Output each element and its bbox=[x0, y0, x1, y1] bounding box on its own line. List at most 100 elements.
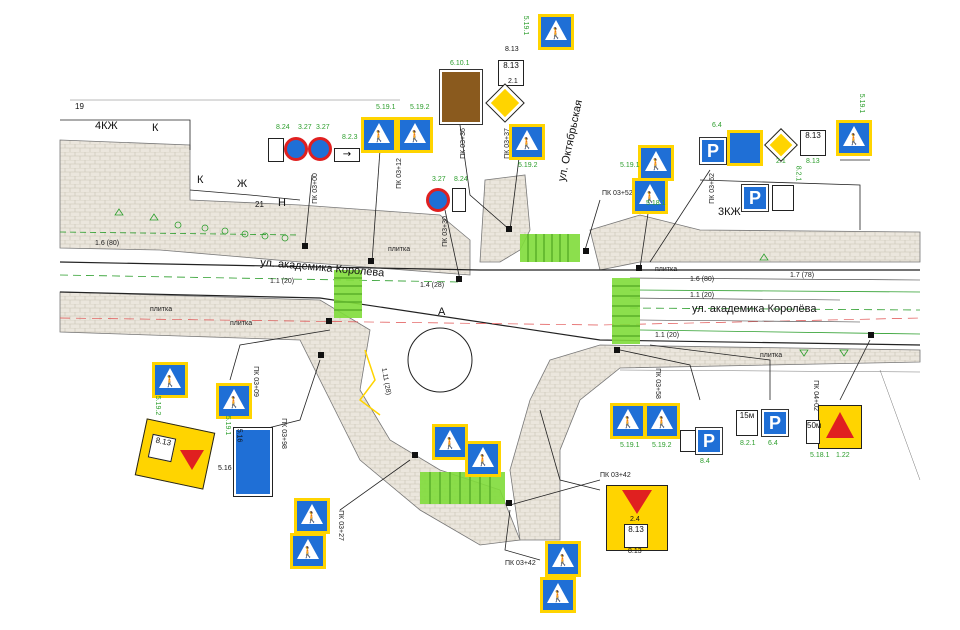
pedestrian-crossing-sign bbox=[727, 130, 763, 166]
picket-label: ПК 03+30 bbox=[441, 216, 449, 247]
sign-code: 3.27 bbox=[298, 124, 312, 131]
picket-label: ПК 03+12 bbox=[395, 158, 403, 189]
sign-code: 2.1 bbox=[508, 78, 518, 85]
pedestrian-crossing-sign: 🚶 bbox=[294, 498, 330, 534]
sign-code: 3.27 bbox=[316, 124, 330, 131]
lane-label: 1.1 (20) bbox=[690, 292, 715, 299]
pedestrian-crossing-sign: 🚶 bbox=[361, 117, 397, 153]
sign-code: 5.18.1 bbox=[646, 200, 666, 207]
sign-code: 8.2.1 bbox=[794, 165, 802, 182]
sign-code: 5.19.1 bbox=[620, 162, 640, 169]
surface-label: плитка bbox=[230, 320, 253, 327]
sign-code: 5.19.2 bbox=[518, 162, 538, 169]
sign-code: 5.19.1 bbox=[224, 415, 232, 436]
sign-code: 5.16 bbox=[235, 428, 243, 443]
lane-label: 1.1 (20) bbox=[655, 332, 680, 339]
building-3kzh: 3КЖ bbox=[718, 206, 741, 218]
yield-triangle bbox=[180, 450, 204, 470]
picket-label: ПК 03+42 bbox=[600, 472, 631, 479]
lane-label: 1.6 (80) bbox=[95, 240, 120, 247]
pedestrian-crossing-sign: 🚶 bbox=[152, 362, 188, 398]
crosswalk-north bbox=[520, 234, 580, 262]
surface-label: плитка bbox=[388, 246, 411, 253]
no-stopping-sign bbox=[284, 137, 308, 161]
crosswalk-south bbox=[420, 472, 505, 504]
picket-label: ПК 03+62 bbox=[708, 173, 716, 204]
plate bbox=[680, 430, 696, 452]
sign-code: 8.2.3 bbox=[342, 134, 358, 141]
sign-code: 5.19.1 bbox=[376, 104, 396, 111]
building-k1: К bbox=[152, 122, 159, 134]
island-label-a: А bbox=[438, 306, 446, 318]
pedestrian-crossing-sign: 🚶 bbox=[465, 441, 501, 477]
warning-triangle bbox=[826, 412, 854, 438]
sign-code: 6.10.1 bbox=[450, 60, 470, 67]
sign-code: 5.19.1 bbox=[522, 15, 530, 36]
plate-8-13: 8.13 bbox=[147, 433, 177, 463]
parking-sign: P bbox=[695, 427, 723, 455]
pedestrian-crossing-sign: 🚶 bbox=[290, 533, 326, 569]
sign-code: 5.19.2 bbox=[154, 395, 162, 416]
sign-code: 5.16 bbox=[218, 465, 232, 472]
crosswalk-west bbox=[334, 270, 362, 318]
sign-code: 5.19.2 bbox=[652, 442, 672, 449]
pedestrian-crossing-sign: 🚶 bbox=[397, 117, 433, 153]
sign-code: 8.2.1 bbox=[740, 440, 756, 447]
picket-label: ПК 03+42 bbox=[505, 560, 536, 567]
picket-label: ПК 03+00 bbox=[311, 173, 319, 204]
building-19: 19 bbox=[75, 102, 84, 111]
surface-label: плитка bbox=[655, 266, 678, 273]
pedestrian-crossing-sign: 🚶 bbox=[644, 403, 680, 439]
tow-truck-plate bbox=[452, 188, 466, 212]
sign-code: 5.19.1 bbox=[858, 93, 866, 114]
building-zh: Ж bbox=[237, 178, 248, 190]
sign-code: 2.4 bbox=[630, 516, 640, 523]
pedestrian-crossing-sign: 🚶 bbox=[432, 424, 468, 460]
pedestrian-crossing-sign: 🚶 bbox=[638, 145, 674, 181]
lane-label: 1.4 (28) bbox=[420, 282, 445, 289]
crosswalk-east bbox=[612, 278, 640, 344]
plate-8-13: 8.13 bbox=[800, 130, 826, 156]
picket-label: ПК 03+09 bbox=[251, 366, 259, 397]
sign-code: 8.13 bbox=[628, 548, 642, 555]
pedestrian-crossing-sign: 🚶 bbox=[545, 541, 581, 577]
picket-label: ПК 03+52 bbox=[602, 190, 633, 197]
plate-8-13: 8.13 bbox=[498, 60, 524, 86]
sign-code: 5.18.1 bbox=[810, 452, 830, 459]
lane-label: 1.6 (80) bbox=[690, 276, 715, 283]
lane-label: 1.1 (20) bbox=[270, 278, 295, 285]
surface-label: плитка bbox=[760, 352, 783, 359]
building-n: Н bbox=[278, 197, 286, 209]
arrow-plate: → bbox=[334, 148, 360, 162]
sign-code: 1.22 bbox=[836, 452, 850, 459]
bus-lane-sign bbox=[233, 427, 273, 497]
sign-code: 6.4 bbox=[712, 122, 722, 129]
info-direction-sign bbox=[439, 69, 483, 125]
distance-plate: 15м bbox=[736, 410, 758, 436]
sign-code: 8.13 bbox=[806, 158, 820, 165]
picket-label: ПК 03+98 bbox=[279, 418, 287, 449]
pedestrian-crossing-sign: 🚶 bbox=[538, 14, 574, 50]
parking-sign: P bbox=[741, 184, 769, 212]
lane-label: 1.7 (78) bbox=[790, 272, 815, 279]
sign-code: 8.13 bbox=[505, 46, 519, 53]
sign-code: 8.24 bbox=[454, 176, 468, 183]
sidewalk-north-west bbox=[59, 139, 471, 276]
pedestrian-crossing-sign: 🚶 bbox=[509, 124, 545, 160]
pedestrian-crossing-sign: 🚶 bbox=[216, 383, 252, 419]
pedestrian-crossing-sign: 🚶 bbox=[610, 403, 646, 439]
sign-code: 8.4 bbox=[700, 458, 710, 465]
sign-code: 3.27 bbox=[432, 176, 446, 183]
no-stopping-sign bbox=[426, 188, 450, 212]
no-stopping-sign bbox=[308, 137, 332, 161]
sign-code: 5.19.2 bbox=[410, 104, 430, 111]
sign-code: 2.1 bbox=[776, 158, 786, 165]
central-island bbox=[407, 327, 473, 393]
sidewalk-south-east bbox=[509, 344, 921, 541]
pedestrian-crossing-sign: 🚶 bbox=[540, 577, 576, 613]
parking-plate bbox=[772, 185, 794, 211]
picket-label: ПК 03+27 bbox=[336, 510, 344, 541]
picket-label: ПК 03+36 bbox=[459, 128, 467, 159]
